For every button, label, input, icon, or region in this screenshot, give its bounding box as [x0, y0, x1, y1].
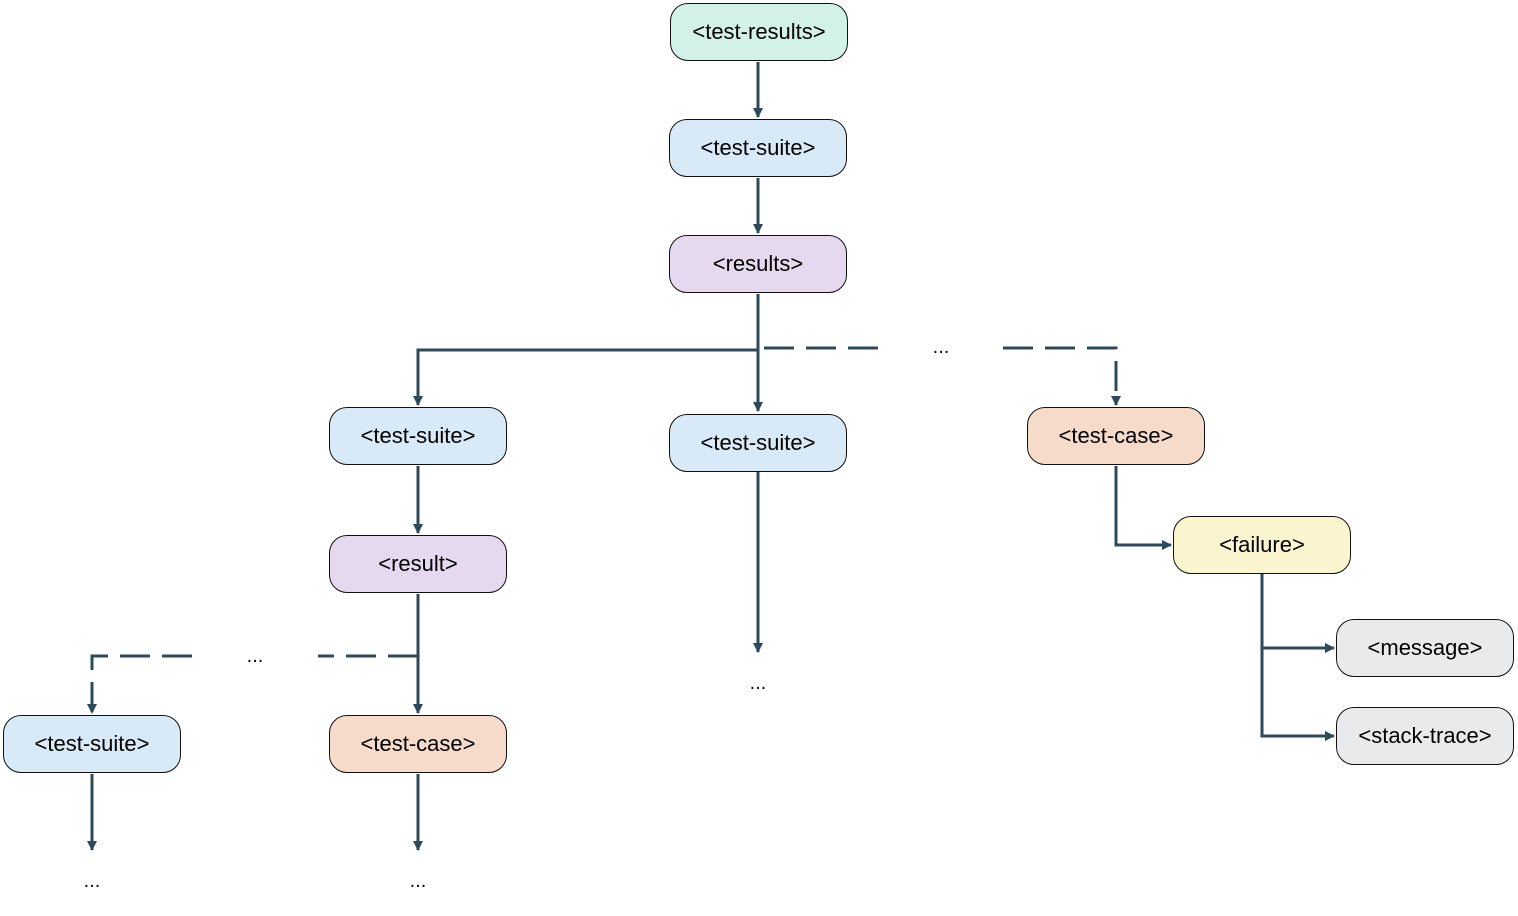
- ellipsis-case-bottom-continue: ...: [409, 870, 427, 892]
- ellipsis-result-branch: ...: [246, 645, 264, 667]
- node-test-suite-bottom[interactable]: <test-suite>: [3, 715, 181, 773]
- node-test-suite-left[interactable]: <test-suite>: [329, 407, 507, 465]
- node-failure[interactable]: <failure>: [1173, 516, 1351, 574]
- node-test-results[interactable]: <test-results>: [670, 3, 848, 61]
- edge-failure-to-stack-trace: [1260, 648, 1335, 741]
- ellipsis-results-branch: ...: [932, 336, 950, 358]
- node-test-case-bottom[interactable]: <test-case>: [329, 715, 507, 773]
- node-test-suite-mid[interactable]: <test-suite>: [669, 414, 847, 472]
- edge-result-to-suite-bottom-dashed: [92, 654, 418, 713]
- node-message[interactable]: <message>: [1336, 619, 1514, 677]
- node-result[interactable]: <result>: [329, 535, 507, 593]
- edge-results-to-case-right-dashed: [764, 346, 1116, 405]
- node-results[interactable]: <results>: [669, 235, 847, 293]
- edge-results-to-suite-left: [413, 348, 758, 406]
- ellipsis-suite-bottom-continue: ...: [83, 870, 101, 892]
- node-stack-trace[interactable]: <stack-trace>: [1336, 707, 1514, 765]
- node-test-case-right[interactable]: <test-case>: [1027, 407, 1205, 465]
- edge-case-right-to-failure: [1114, 466, 1172, 550]
- ellipsis-suite-mid-continue: ...: [749, 672, 767, 694]
- edge-failure-to-message: [1260, 574, 1335, 653]
- node-test-suite-top[interactable]: <test-suite>: [669, 119, 847, 177]
